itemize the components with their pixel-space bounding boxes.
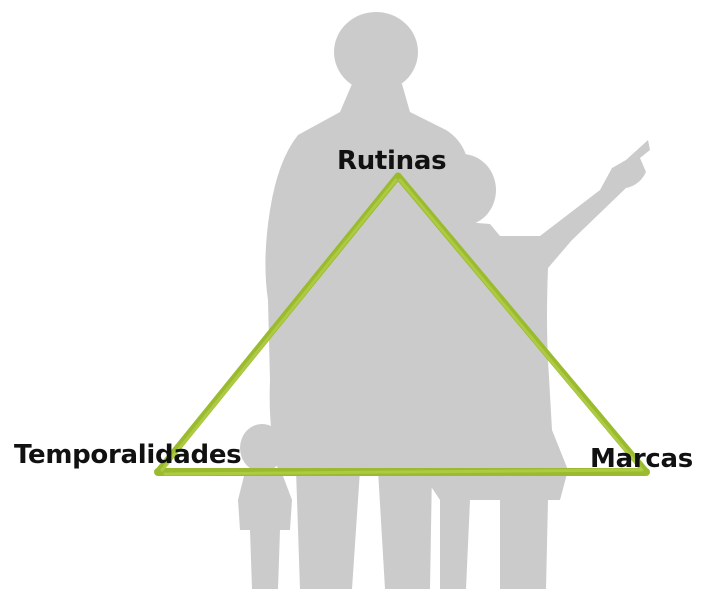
small-figure-silhouette [238, 424, 292, 589]
child-silhouette [420, 140, 650, 589]
vertex-label-rutinas: Rutinas [337, 146, 446, 176]
vertex-label-temporalidades: Temporalidades [14, 440, 241, 470]
vertex-label-marcas: Marcas [590, 444, 693, 474]
